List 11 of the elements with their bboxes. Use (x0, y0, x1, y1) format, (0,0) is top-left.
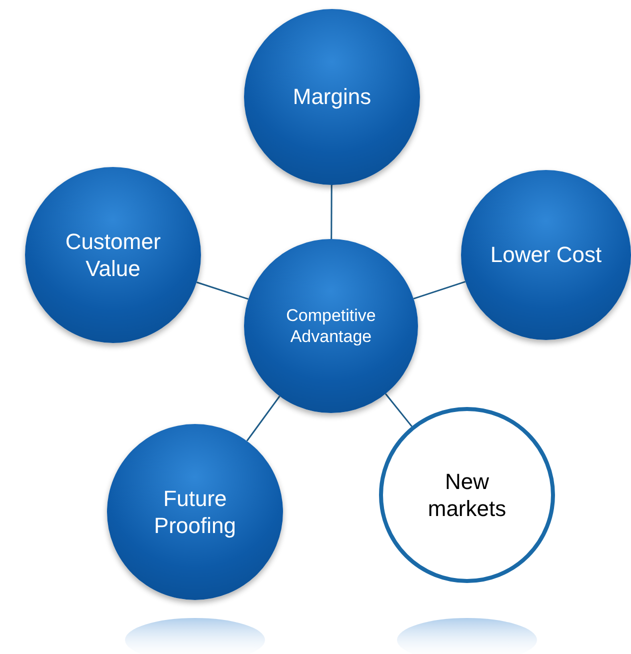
circle-label: Competitive Advantage (285, 304, 377, 348)
circle-label: Margins (292, 83, 372, 111)
connector-line (330, 185, 332, 239)
circle-label: Lower Cost (490, 241, 602, 269)
connector-line (196, 282, 248, 300)
circle-label: Customer Value (64, 228, 162, 282)
connector-line (413, 280, 466, 300)
connector-line (384, 393, 412, 427)
circle-label: New markets (426, 468, 508, 522)
connector-line (246, 396, 280, 442)
circle-label: Future Proofing (153, 484, 237, 540)
